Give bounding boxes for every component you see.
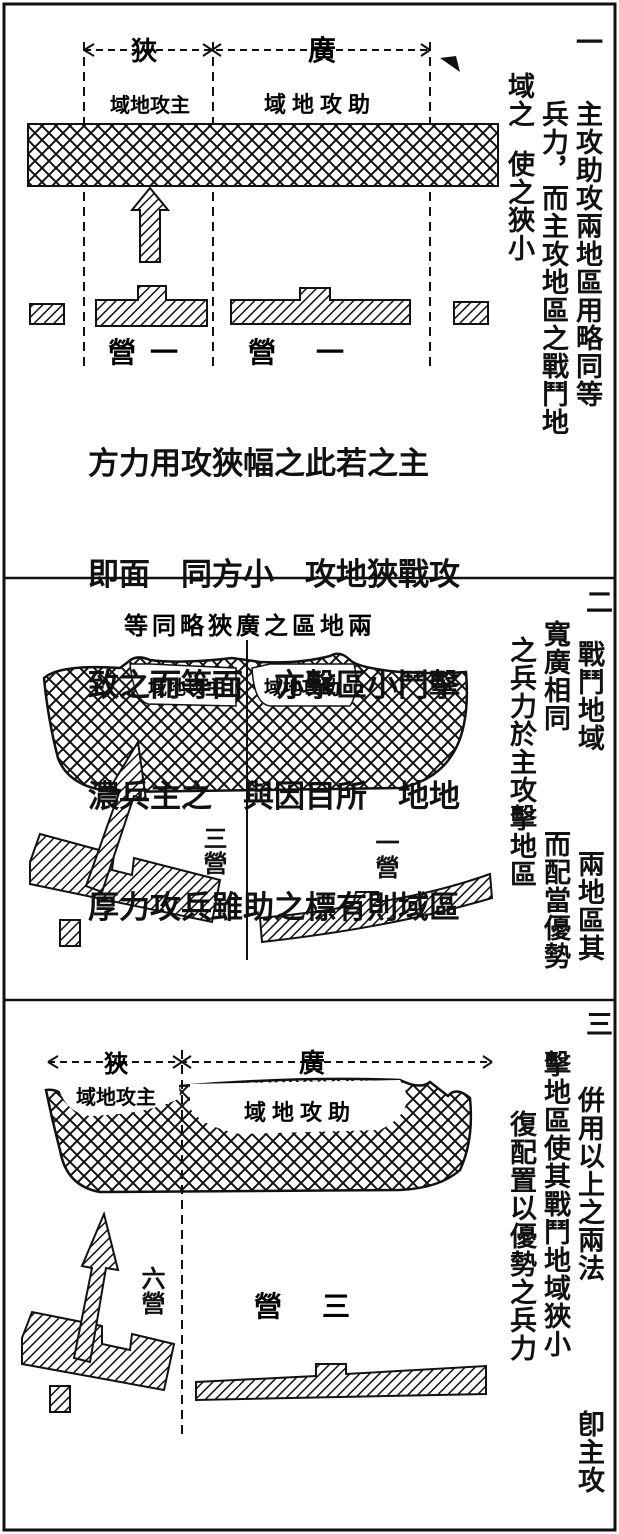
unit-block [453,301,489,325]
unit-label: 六營 [137,1266,166,1316]
support-attack-zone-label: 域地攻助 [244,1100,356,1126]
panel2-side-column-1: 戰鬥地域 [573,640,604,752]
unit-block [29,303,65,325]
panel1-diagram [27,42,499,372]
unit-label: 三營 [199,826,228,876]
attack-arrow-icon [84,739,148,894]
unit-block-main [95,285,208,327]
unit-block-support [195,1363,487,1402]
main-attack-zone-label: 域地攻主 [110,93,190,117]
dimension-wide-label: 廣 [308,34,336,67]
body-line: 厚力攻兵雖助之標有則域區 [88,890,460,926]
enemy-position-band [27,123,499,187]
panel1-side-column-2: 兵力，而主攻地區之戰鬥地 [537,100,568,436]
main-attack-zone-label: 域地攻主 [76,1085,156,1109]
dimension-wide-label: 廣 [299,1049,325,1079]
panel2-number: 二 [581,588,612,616]
panel1-side-column-4: 域之 [503,72,534,128]
panel2-side-column-5: 之兵力於主攻擊地區 [505,636,536,888]
attack-arrow-icon [72,1210,120,1364]
arrow-mark-icon [440,56,460,72]
panel3-side-column-4: 復配置以優勢之兵力 [505,1110,536,1362]
support-attack-zone-label: 域地攻助 [264,92,376,118]
unit-block-support [258,872,494,944]
unit-label: 一營 [371,830,400,880]
panel3-side-column-1: 倂用以上之兩法 [573,1086,604,1282]
unit-label: 營三 [254,1290,390,1323]
panel3-diagram [21,1050,493,1440]
unit-label: 營一 [108,336,192,369]
body-line: 方力用攻狹幅之此若之主 [88,446,429,482]
panel2-side-column-4: 而配當優勢 [539,830,570,970]
panel1-side-column-1: 主攻助攻兩地區用略同等 [571,100,602,408]
dimension-narrow-label: 狹 [130,37,157,67]
body-line: 致之而等面 亦擊區小鬥擊 [88,668,460,704]
support-attack-zone-label: 域地攻助 [264,676,340,699]
main-attack-zone-label: 域地攻主 [148,676,224,699]
unit-block-main [21,1310,176,1392]
panel2-side-column-3: 寬廣相同 [539,620,570,732]
panel3-side-column-2: 卽主攻 [573,1410,604,1494]
panel1-body-text: 方力用攻狹幅之此若之主 即面 同方小 攻地狹戰攻 致之而等面 亦擊區小鬥擊 濃兵… [88,372,460,964]
body-line: 濃兵主之 與因目所 地地 [88,779,460,815]
unit-label: 營一 [248,336,384,369]
body-line: 即面 同方小 攻地狹戰攻 [88,557,460,593]
panel3-number: 三 [581,1010,612,1038]
panel1-side-column-3: 使之狹小 [503,150,534,262]
panel3-side-column-3: 擊地區使其戰鬥地域狹小 [539,1050,570,1358]
panel2-title: 等同略狹廣之區地兩 [124,611,376,640]
dimension-narrow-label: 狹 [103,1049,128,1078]
panel2-side-column-2: 兩地區其 [573,850,604,962]
panel2-diagram [29,640,494,960]
attack-arrow-icon [129,186,171,263]
unit-block-main [29,832,222,924]
panel1-number: 一 [571,28,602,56]
unit-block-support [230,287,411,325]
